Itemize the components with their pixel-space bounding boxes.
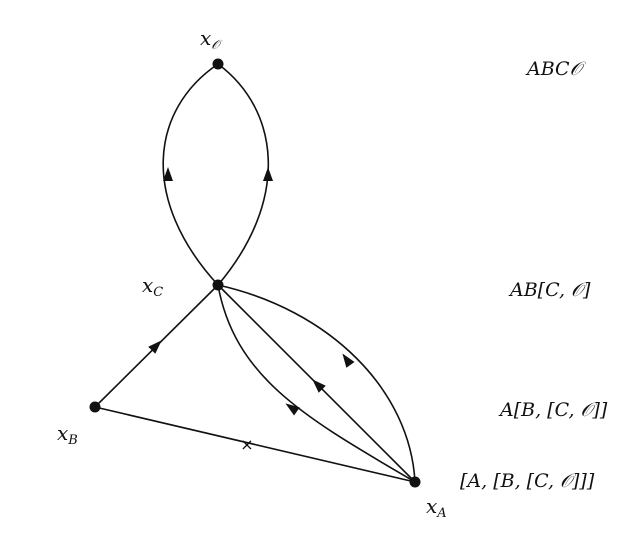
arrow-a-c-straight [312, 379, 326, 393]
label-xC-sub: C [153, 285, 163, 300]
level-label-1: ABC𝒪 [525, 58, 587, 80]
label-xB-base: x [57, 421, 68, 445]
label-xA-base: x [426, 494, 437, 518]
edge-a-c-inner [217, 284, 416, 483]
label-xA-sub: A [436, 506, 446, 521]
node-xO [212, 58, 224, 70]
label-xC: xC [142, 273, 163, 300]
arrow-a-c-inner [285, 403, 300, 416]
label-xA: xA [426, 494, 447, 521]
label-xC-base: x [142, 273, 153, 297]
node-xA [409, 476, 421, 488]
edge-c-o-right [217, 63, 270, 286]
arrow-b-c [148, 340, 162, 354]
node-xB [89, 401, 101, 413]
arrow-a-c-outer [342, 353, 355, 368]
level-label-4: [A, [B, [C, 𝒪]]] [460, 470, 595, 492]
arrow-c-o-left [163, 167, 173, 181]
label-xB: xB [57, 421, 78, 448]
edge-c-o-left [162, 63, 219, 286]
level-label-3: A[B, [C, 𝒪]] [498, 399, 608, 421]
cut-mark-icon: × [240, 435, 253, 454]
arrow-c-o-right [263, 167, 273, 181]
label-xO-base: x [200, 26, 211, 50]
edge-a-c-outer [217, 284, 416, 483]
label-xB-sub: B [67, 433, 78, 448]
label-xO-sub: 𝒪 [211, 38, 223, 53]
node-xC [212, 279, 224, 291]
label-xO: x𝒪 [200, 26, 223, 53]
edge-b-a [94, 406, 416, 483]
level-label-2: AB[C, 𝒪] [508, 279, 591, 301]
